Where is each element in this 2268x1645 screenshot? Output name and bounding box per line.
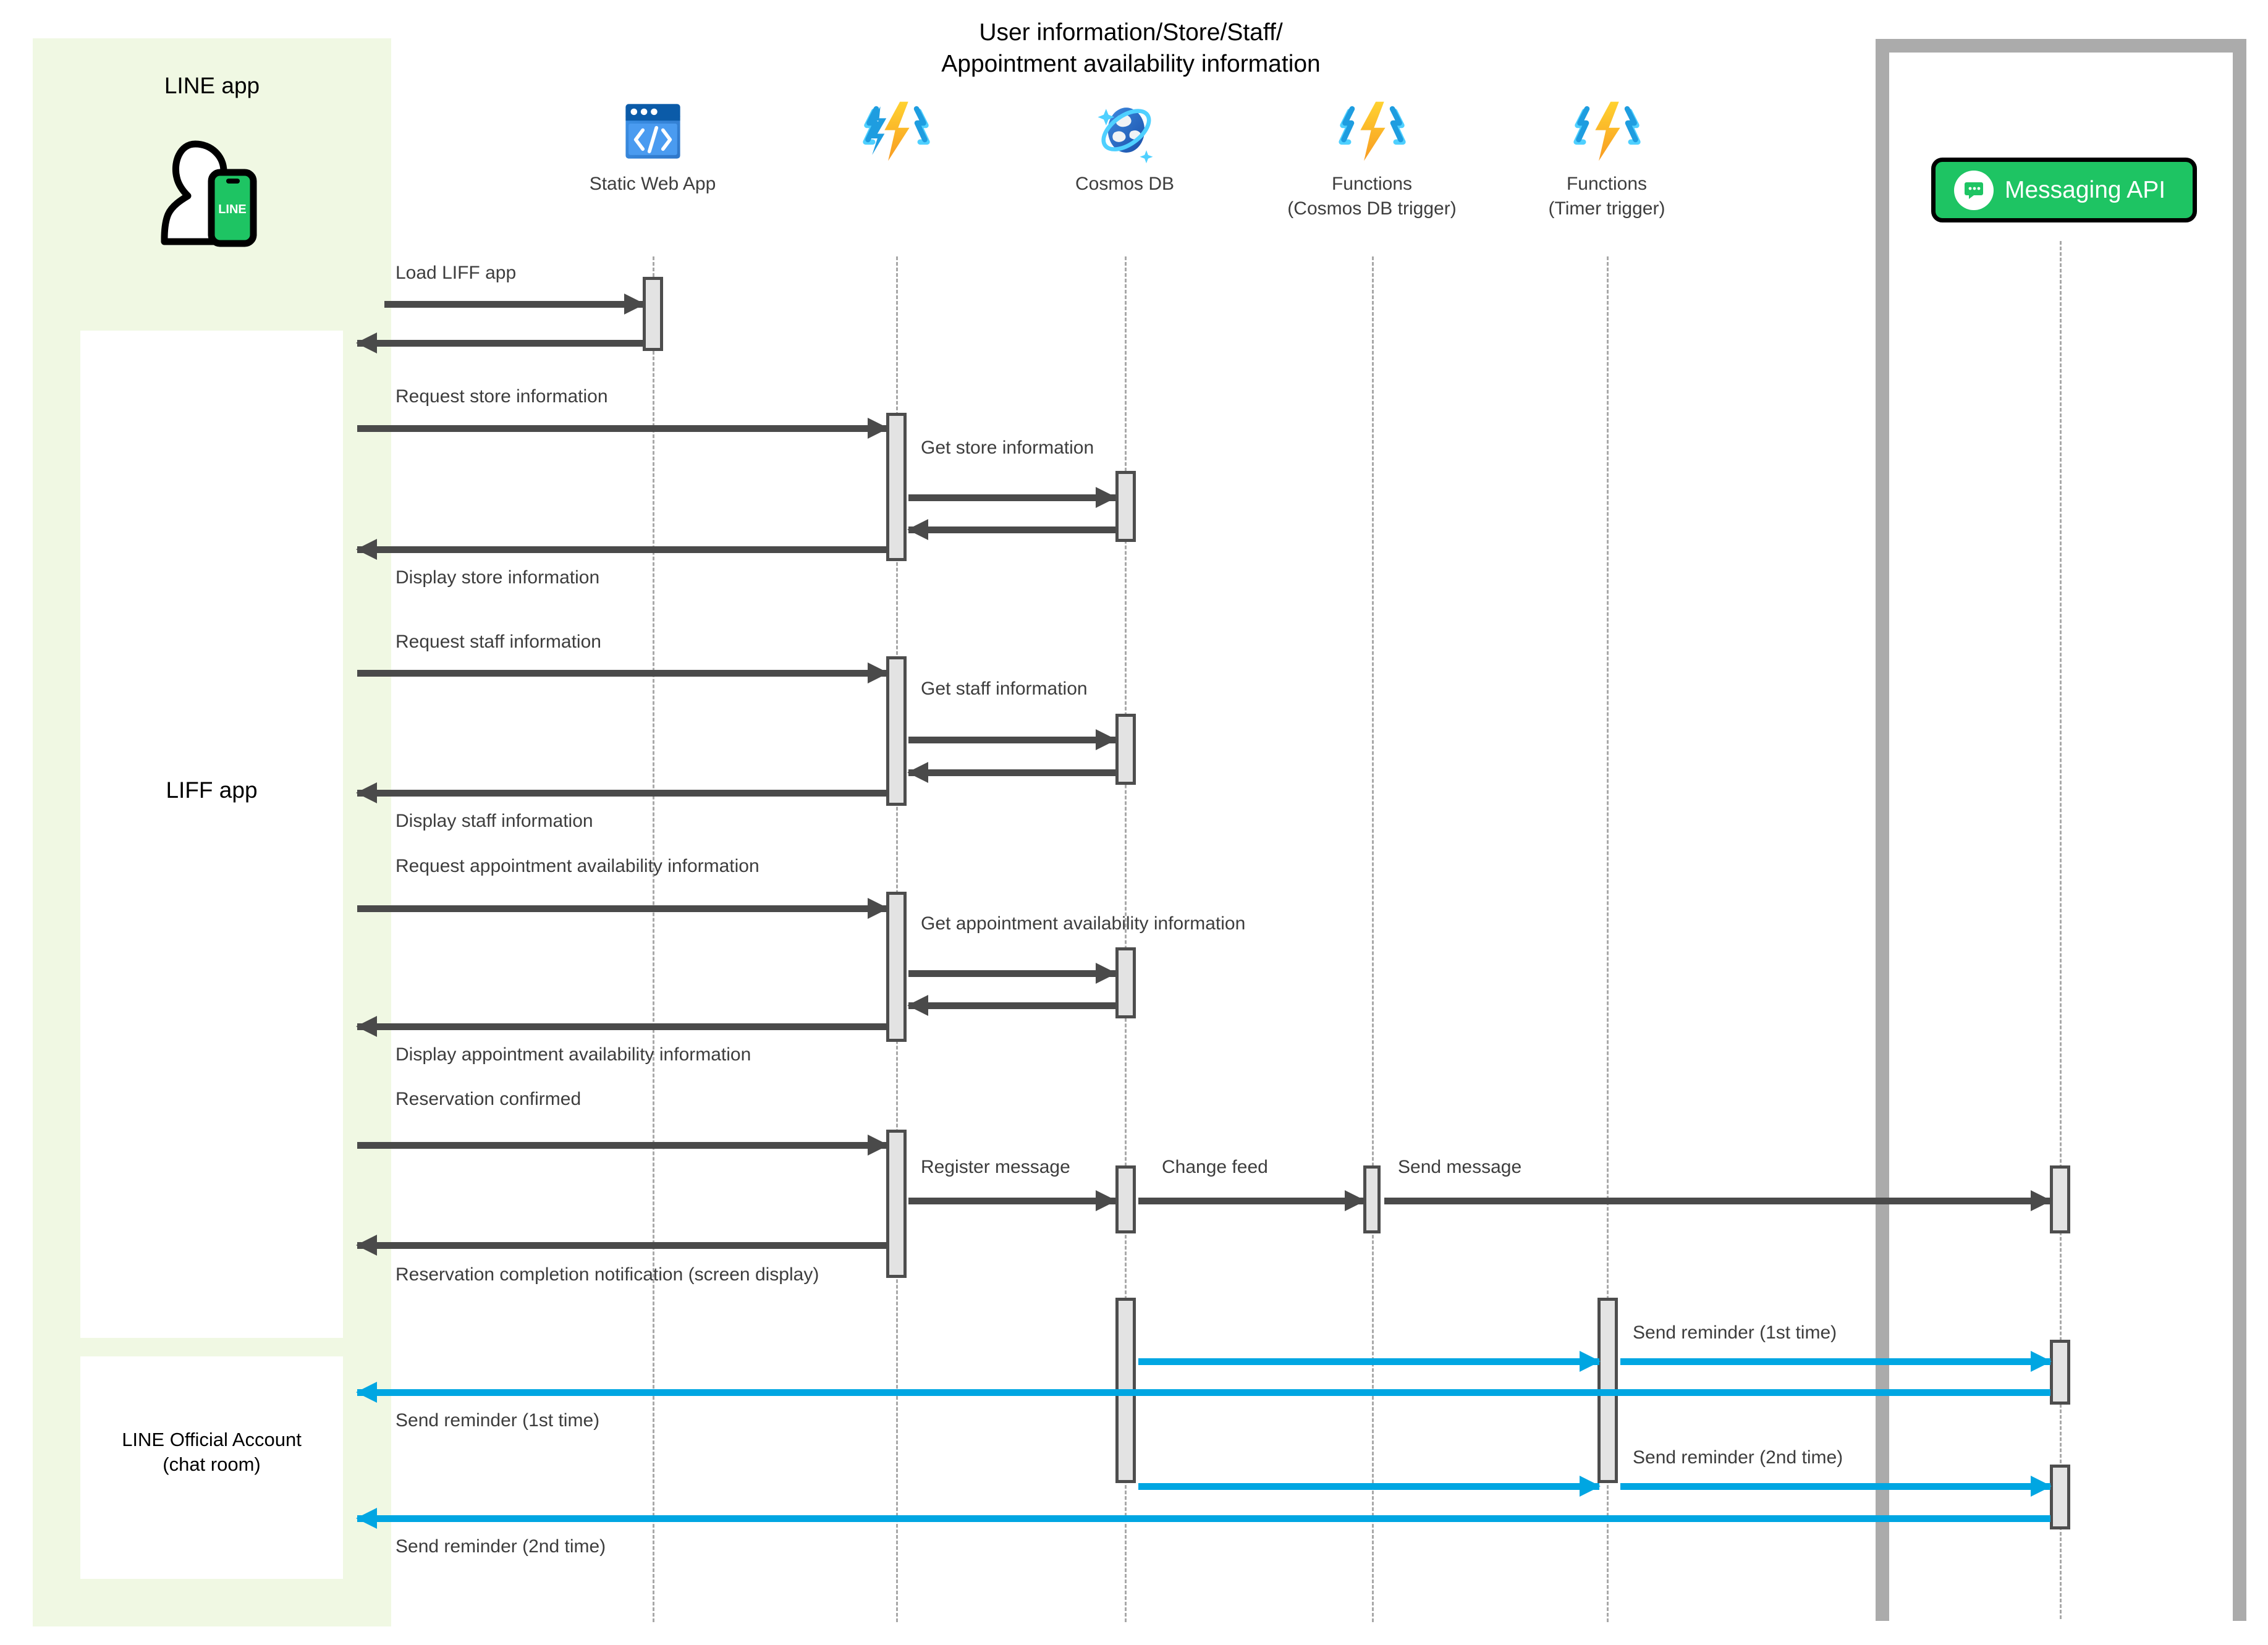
activation-functions-api-appointment (886, 892, 907, 1042)
message-label-reservation-confirmed: Reservation confirmed (396, 1089, 582, 1109)
azure-functions-icon (1273, 99, 1471, 167)
participant-functions-cosmos-trigger: Functions (Cosmos DB trigger) (1273, 99, 1471, 221)
activation-cosmos-db-store (1115, 471, 1136, 542)
message-label-send-reminder-2nd-right: Send reminder (2nd time) (1633, 1447, 1843, 1468)
participant-label-static-web-app: Static Web App (589, 174, 716, 194)
message-label-send-reminder-1st-left: Send reminder (1st time) (396, 1410, 600, 1431)
message-label-get-store-information: Get store information (921, 438, 1094, 458)
activation-messaging-api-reminder-2 (2050, 1465, 2070, 1529)
lifeline-static-web-app (653, 256, 654, 1622)
lifeline-functions-cosmos-trigger (1372, 256, 1374, 1622)
message-label-request-staff-information: Request staff information (396, 632, 601, 652)
line-official-account-label: LINE Official Account (chat room) (122, 1429, 302, 1475)
diagram-title: User information/Store/Staff/ Appointmen… (941, 19, 1321, 77)
liff-app-label: LIFF app (166, 777, 258, 803)
liff-app-region (80, 331, 343, 1338)
line-phone-label: LINE (218, 203, 247, 216)
participant-functions-api (803, 99, 989, 172)
activation-messaging-api-send (2050, 1165, 2070, 1233)
messaging-api-label: Messaging API (2005, 176, 2166, 203)
message-label-display-staff-information: Display staff information (396, 811, 593, 831)
message-label-display-appointment-availability: Display appointment availability informa… (396, 1044, 751, 1065)
message-label-get-staff-information: Get staff information (921, 679, 1088, 699)
activation-static-web-app-1 (643, 277, 663, 351)
message-label-send-message: Send message (1398, 1157, 1522, 1177)
message-label-request-appointment-availability: Request appointment availability informa… (396, 856, 760, 876)
message-label-register-message: Register message (921, 1157, 1070, 1177)
participant-cosmos-db: Cosmos DB (1032, 99, 1217, 197)
participant-label-cosmos-db: Cosmos DB (1075, 174, 1175, 194)
message-label-change-feed: Change feed (1162, 1157, 1268, 1177)
messaging-api-badge: Messaging API (1931, 158, 2197, 222)
line-app-label: LINE app (164, 73, 260, 98)
message-label-load-liff-app: Load LIFF app (396, 263, 517, 283)
messaging-api-frame (1876, 39, 2246, 1621)
cosmos-db-icon (1032, 99, 1217, 167)
lifeline-messaging-api (2060, 241, 2062, 1619)
activation-messaging-api-reminder-1 (2050, 1340, 2070, 1405)
participant-functions-timer-trigger: Functions (Timer trigger) (1508, 99, 1706, 221)
activation-functions-api-reservation (886, 1130, 907, 1278)
participant-label-functions-cosmos-trigger: Functions (Cosmos DB trigger) (1287, 174, 1457, 219)
message-label-send-reminder-1st-right: Send reminder (1st time) (1633, 1322, 1837, 1343)
line-official-account-region (80, 1356, 343, 1579)
static-web-app-icon (560, 99, 745, 167)
activation-cosmos-db-register (1115, 1165, 1136, 1233)
message-label-send-reminder-2nd-left: Send reminder (2nd time) (396, 1536, 606, 1557)
message-label-display-store-information: Display store information (396, 567, 600, 588)
chat-bubble-icon (1954, 170, 1994, 210)
activation-functions-api-staff (886, 656, 907, 806)
message-label-reservation-completion-notification: Reservation completion notification (scr… (396, 1264, 819, 1285)
azure-functions-icon (803, 99, 989, 167)
message-label-request-store-information: Request store information (396, 386, 608, 407)
participant-label-functions-timer-trigger: Functions (Timer trigger) (1548, 174, 1665, 219)
activation-functions-cosmos-trigger-1 (1363, 1165, 1381, 1233)
activation-cosmos-db-appointment (1115, 947, 1136, 1018)
azure-functions-icon (1508, 99, 1706, 167)
line-user-icon: LINE (159, 139, 264, 247)
lifeline-functions-timer-trigger (1607, 256, 1609, 1622)
activation-functions-api-store (886, 413, 907, 561)
participant-static-web-app: Static Web App (560, 99, 745, 197)
message-label-get-appointment-availability: Get appointment availability information (921, 913, 1246, 934)
lifeline-cosmos-db (1125, 256, 1127, 1622)
activation-cosmos-db-staff (1115, 714, 1136, 785)
